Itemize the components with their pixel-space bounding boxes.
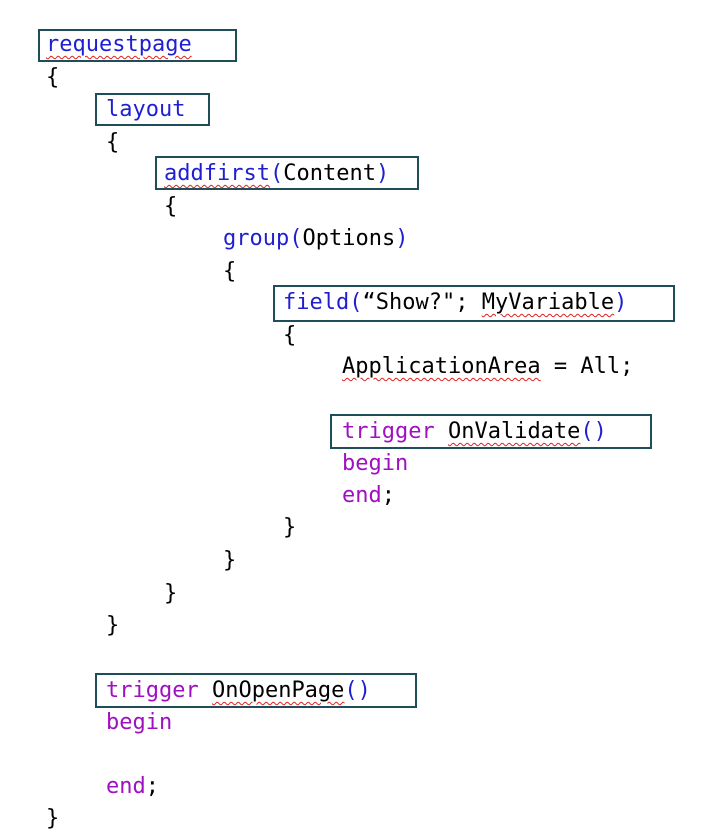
brace-close-1: }: [46, 806, 60, 831]
code-line-begin-1: begin: [342, 450, 408, 478]
addfirst-argument: Content: [283, 161, 376, 186]
requestpage-keyword: requestpage: [46, 32, 192, 57]
field-keyword: field: [283, 290, 350, 315]
group-argument: Options: [302, 226, 396, 251]
code-line-application-area: ApplicationArea = All;: [342, 353, 633, 381]
onvalidate-parens: (): [580, 419, 607, 444]
application-area-property: ApplicationArea: [342, 354, 541, 379]
field-caption: “Show?";: [362, 290, 469, 315]
layout-keyword: layout: [106, 97, 186, 122]
field-paren-open: (: [349, 290, 363, 315]
brace-close-2: }: [106, 613, 120, 638]
addfirst-keyword: addfirst: [164, 161, 270, 186]
trigger-keyword-onvalidate: trigger: [342, 419, 435, 444]
code-line-brace-open-5: {: [283, 322, 296, 350]
addfirst-paren-close: ): [375, 161, 390, 186]
code-line-brace-close-2: }: [106, 612, 119, 640]
code-line-brace-close-1: }: [46, 805, 59, 833]
addfirst-paren-open: (: [269, 161, 284, 186]
end-keyword-1: end: [342, 483, 382, 508]
code-line-field: field(“Show?"; MyVariable): [283, 289, 627, 317]
code-line-brace-open-3: {: [164, 193, 177, 221]
code-line-brace-close-5: }: [283, 514, 296, 542]
brace-close-5: }: [283, 515, 297, 540]
onopenpage-name: OnOpenPage: [211, 678, 345, 703]
onvalidate-name: OnValidate: [447, 419, 581, 444]
end-semicolon-2: ;: [145, 774, 159, 799]
code-line-group: group(Options): [223, 225, 408, 253]
end-semicolon-1: ;: [381, 483, 395, 508]
trigger-space-onvalidate: [435, 419, 448, 444]
code-line-brace-close-3: }: [164, 580, 177, 608]
begin-keyword-1: begin: [342, 451, 409, 476]
code-line-brace-open-1: {: [46, 64, 59, 92]
code-line-trigger-onopenpage: trigger OnOpenPage(): [106, 677, 371, 705]
trigger-keyword-onopenpage: trigger: [106, 678, 199, 703]
field-paren-close: ): [614, 290, 628, 315]
code-line-end-1: end;: [342, 482, 395, 510]
onopenpage-parens: (): [344, 678, 371, 703]
end-keyword-2: end: [106, 774, 146, 799]
code-line-brace-close-4: }: [223, 547, 236, 575]
brace-open-1: {: [46, 65, 60, 90]
code-line-trigger-onvalidate: trigger OnValidate(): [342, 418, 607, 446]
code-line-begin-2: begin: [106, 709, 172, 737]
application-area-value: = All;: [540, 354, 634, 379]
code-line-brace-open-4: {: [223, 258, 236, 286]
code-line-end-2: end;: [106, 773, 159, 801]
code-line-requestpage: requestpage: [46, 31, 192, 59]
group-paren-open: (: [289, 226, 303, 251]
brace-close-3: }: [164, 581, 178, 606]
group-paren-close: ): [395, 226, 409, 251]
brace-open-2: {: [106, 130, 120, 155]
group-keyword: group: [223, 226, 290, 251]
code-line-addfirst: addfirst(Content): [164, 160, 389, 188]
brace-close-4: }: [223, 548, 237, 573]
code-line-layout: layout: [106, 96, 185, 124]
brace-open-5: {: [283, 323, 297, 348]
begin-keyword-2: begin: [106, 710, 173, 735]
field-space: [468, 290, 481, 315]
code-line-brace-open-2: {: [106, 129, 119, 157]
field-variable: MyVariable: [481, 290, 615, 315]
trigger-space-onopenpage: [199, 678, 212, 703]
brace-open-3: {: [164, 194, 178, 219]
brace-open-4: {: [223, 259, 237, 284]
